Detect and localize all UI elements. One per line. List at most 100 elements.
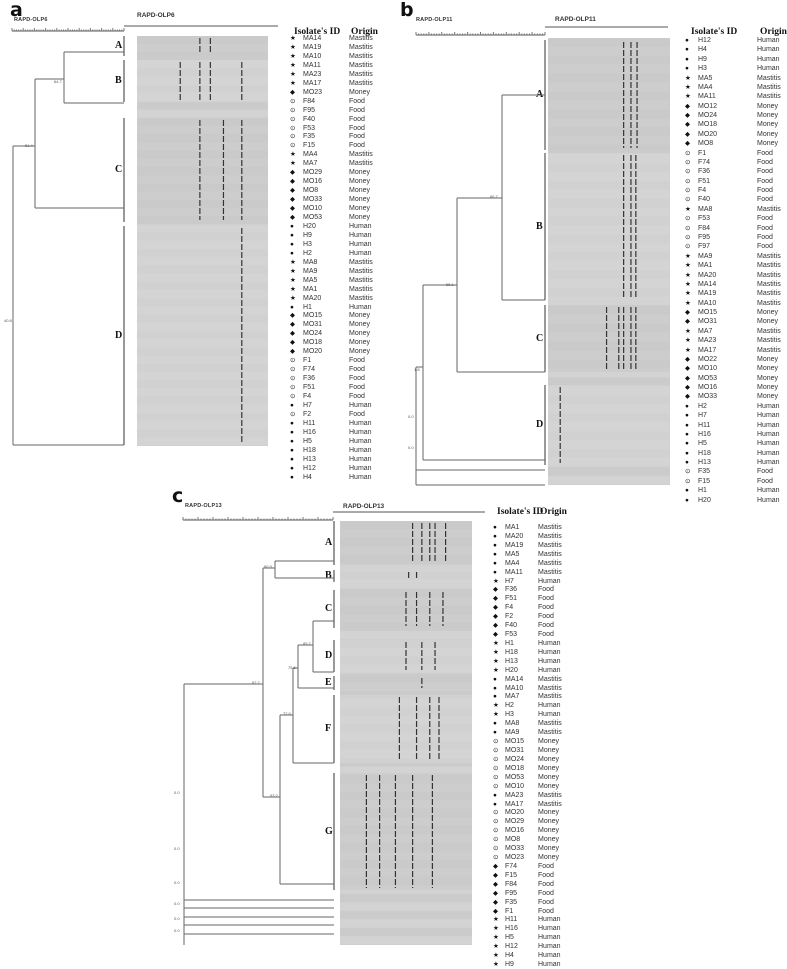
isolate-origin: Human: [757, 55, 780, 63]
star-icon: ★: [493, 702, 499, 710]
isolate-origin: Mastitis: [349, 285, 373, 293]
isolate-origin: Mastitis: [349, 35, 373, 42]
diamond-icon: ◆: [290, 348, 295, 356]
isolate-origin: Food: [757, 187, 773, 195]
gel-lane: [340, 580, 472, 589]
isolate-origin: Human: [349, 222, 372, 230]
isolate-origin: Food: [349, 106, 365, 114]
star-icon: ★: [290, 160, 296, 168]
isolate-id: H7: [698, 412, 707, 420]
isolate-id: H4: [303, 473, 312, 481]
isolate-id: MA7: [505, 693, 520, 701]
isolate-id: F95: [303, 106, 316, 114]
isolate-origin: Human: [538, 657, 561, 665]
panel-label: a: [10, 0, 23, 21]
isolate-id: MO15: [303, 312, 323, 320]
isolate-origin: Mastitis: [349, 267, 373, 275]
diamond-icon: ◆: [290, 312, 295, 320]
isolate-id: F53: [698, 215, 711, 223]
isolate-id: H12: [698, 37, 711, 44]
isolate-id: MO10: [698, 365, 718, 373]
isolate-id: MA17: [303, 79, 322, 87]
diamond-icon: ◆: [685, 309, 690, 317]
isolate-origin: Human: [349, 455, 372, 463]
isolate-origin: Food: [538, 871, 554, 879]
circle-icon: ●: [493, 720, 497, 728]
isolate-id: MO20: [698, 130, 718, 138]
isolate-origin: Money: [349, 196, 371, 204]
isolate-origin: Money: [538, 818, 560, 826]
node-similarity-value: 66.7: [490, 194, 498, 199]
isolate-origin: Mastitis: [349, 52, 373, 60]
star-icon: ★: [290, 70, 296, 78]
star-icon: ★: [290, 258, 296, 266]
isolate-id: H12: [303, 464, 316, 472]
isolate-origin: Human: [538, 639, 561, 647]
isolate-id: MA4: [698, 83, 713, 91]
origin-header: Origin: [760, 27, 787, 37]
isolate-origin: Human: [538, 577, 561, 585]
star-icon: ★: [685, 262, 691, 270]
isolate-id: H2: [698, 402, 707, 410]
star-icon: ★: [685, 205, 691, 213]
isolate-origin: Money: [757, 140, 779, 148]
isolate-origin: Food: [349, 375, 365, 383]
circled-dot-icon: ⊙: [685, 196, 691, 204]
isolate-origin: Human: [538, 648, 561, 656]
circled-dot-icon: ⊙: [493, 845, 499, 853]
isolate-id: H5: [505, 934, 514, 942]
gel-cluster-region: [548, 305, 670, 372]
node-similarity-value: 85.7: [303, 641, 311, 646]
isolate-id: MO29: [505, 818, 525, 826]
gel-lane: [340, 919, 472, 928]
star-icon: ★: [290, 276, 296, 284]
circled-dot-icon: ⊙: [493, 836, 499, 844]
gel-cluster-region: [340, 521, 472, 565]
isolate-id: F36: [303, 375, 316, 383]
isolate-origin: Mastitis: [349, 70, 373, 78]
isolate-origin: Human: [349, 437, 372, 445]
isolate-id: MA19: [505, 541, 524, 549]
diamond-icon: ◆: [493, 898, 498, 906]
star-icon: ★: [493, 657, 499, 665]
circled-dot-icon: ⊙: [493, 854, 499, 862]
isolate-origin: Mastitis: [349, 276, 373, 284]
node-similarity-value: 75.6: [288, 665, 296, 670]
star-icon: ★: [290, 151, 296, 159]
isolate-origin: Mastitis: [538, 559, 562, 567]
isolate-id: H13: [698, 459, 711, 467]
isolate-id: F53: [303, 124, 316, 132]
diamond-icon: ◆: [493, 862, 498, 870]
circle-icon: ●: [290, 455, 294, 463]
isolate-id: MO31: [698, 318, 718, 326]
isolate-origin: Human: [349, 401, 372, 409]
star-icon: ★: [493, 925, 499, 933]
isolate-id: MA5: [698, 74, 713, 82]
diamond-icon: ◆: [685, 374, 690, 382]
gel-cluster-region: [137, 118, 268, 222]
isolate-origin: Mastitis: [757, 83, 781, 91]
isolate-origin: Food: [349, 133, 365, 141]
circled-dot-icon: ⊙: [685, 177, 691, 185]
circle-icon: ●: [685, 421, 689, 429]
diamond-icon: ◆: [290, 88, 295, 96]
isolate-id: F97: [698, 243, 711, 251]
isolate-id: MA20: [698, 271, 717, 279]
diamond-icon: ◆: [685, 121, 690, 129]
isolate-origin: Food: [538, 862, 554, 870]
gel-lane: [548, 467, 670, 476]
isolate-origin: Mastitis: [757, 280, 781, 288]
isolate-origin: Mastitis: [538, 532, 562, 540]
isolate-origin: Human: [538, 916, 561, 924]
diamond-icon: ◆: [290, 196, 295, 204]
isolate-id: F4: [505, 604, 514, 612]
isolate-id: MO33: [698, 393, 718, 401]
isolate-id: MA1: [303, 285, 318, 293]
isolate-id: H4: [505, 952, 514, 960]
circle-icon: ●: [290, 231, 294, 239]
isolate-id: F35: [303, 133, 316, 141]
diamond-icon: ◆: [493, 907, 498, 915]
isolate-origin: Mastitis: [757, 205, 781, 213]
isolate-id: F2: [303, 410, 312, 418]
isolate-origin: Mastitis: [757, 74, 781, 82]
